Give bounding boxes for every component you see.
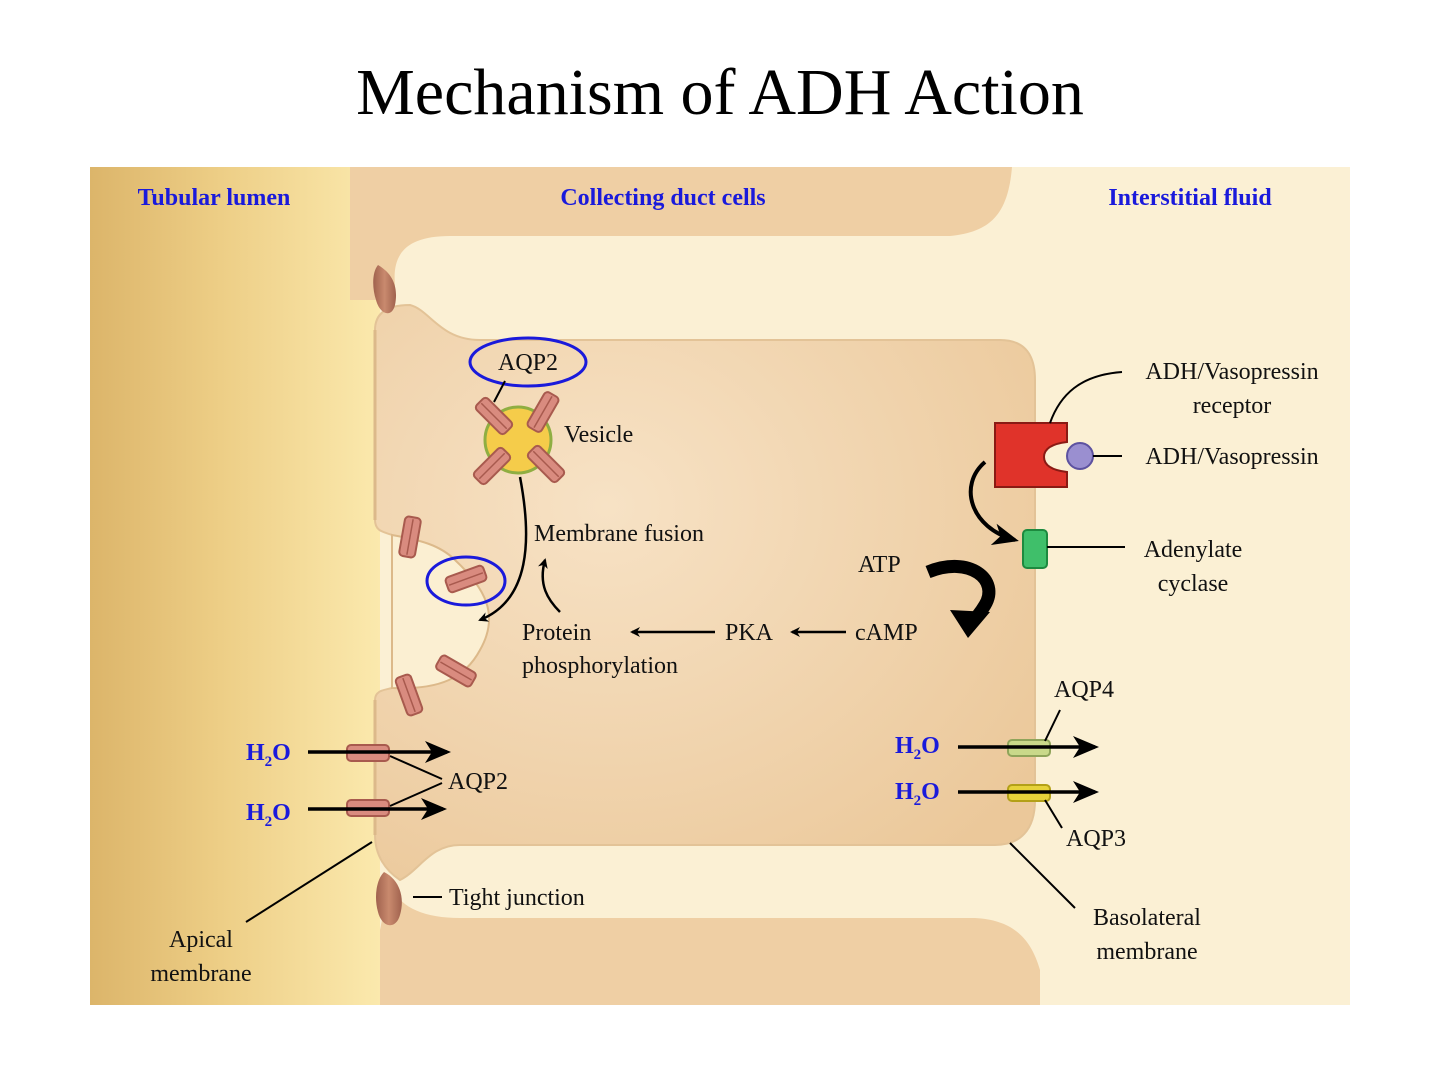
tight-junction-label: Tight junction xyxy=(449,885,585,911)
adenylate-cyclase xyxy=(1022,529,1048,569)
pka-label: PKA xyxy=(725,620,774,646)
aqp2-label-ring xyxy=(468,336,588,388)
tight-junction-bottom xyxy=(376,872,402,926)
tubular-lumen-region xyxy=(90,167,380,1005)
vesicle-fusion-arrow xyxy=(478,476,528,622)
h2o-basolateral-top: H2O xyxy=(895,733,940,763)
aqp2-channel xyxy=(394,673,424,717)
aqp2-channel xyxy=(472,446,512,486)
aqp2-vesicle-label: AQP2 xyxy=(498,350,558,376)
camp-label: cAMP xyxy=(855,620,918,646)
adenylate-label: Adenylate xyxy=(1144,537,1243,563)
phosphorylation-label: phosphorylation xyxy=(522,653,678,679)
aqp3-label: AQP3 xyxy=(1066,826,1126,852)
apical-label-line1: Apical xyxy=(169,927,233,953)
aqp2-channel xyxy=(435,654,477,688)
aqp4-label: AQP4 xyxy=(1054,677,1114,703)
collecting-duct-label: Collecting duct cells xyxy=(560,185,765,211)
aqp2-channel xyxy=(526,444,566,484)
adh-label: ADH/Vasopressin xyxy=(1145,444,1318,470)
interstitial-fluid-label: Interstitial fluid xyxy=(1108,185,1272,211)
phosphorylation-arrow xyxy=(538,558,561,613)
tight-junction-top xyxy=(373,265,397,314)
protein-label: Protein xyxy=(522,620,591,646)
h2o-apical-top: H2O xyxy=(246,740,291,770)
adh-molecule xyxy=(1066,442,1094,470)
membrane-fusion-label: Membrane fusion xyxy=(534,521,704,547)
h2o-basolateral-bottom: H2O xyxy=(895,779,940,809)
atp-label: ATP xyxy=(858,552,901,578)
cyclase-label: cyclase xyxy=(1158,571,1229,597)
receptor-to-cyclase-arrow xyxy=(968,460,1019,545)
vesicle-label: Vesicle xyxy=(564,422,633,448)
aqp2-channel xyxy=(526,391,560,433)
upper-cell xyxy=(350,167,1012,300)
aqp2-channel xyxy=(474,396,514,436)
aqp2-channel xyxy=(398,515,422,559)
page-title: Mechanism of ADH Action xyxy=(356,56,1084,129)
receptor-label-line1: ADH/Vasopressin xyxy=(1145,359,1318,385)
h2o-apical-bottom: H2O xyxy=(246,800,291,830)
basolateral-label-line2: membrane xyxy=(1096,939,1197,965)
basolateral-label-line1: Basolateral xyxy=(1093,905,1201,931)
apical-label-line2: membrane xyxy=(150,961,251,987)
tubular-lumen-label: Tubular lumen xyxy=(138,185,291,211)
lower-cell xyxy=(380,880,1040,1005)
receptor-label-line2: receptor xyxy=(1193,393,1272,419)
aqp2-highlight-ring xyxy=(425,555,507,607)
vasopressin-receptor xyxy=(994,422,1068,488)
aqp2-apical-label: AQP2 xyxy=(448,769,508,795)
aqp2-channel xyxy=(444,564,488,594)
